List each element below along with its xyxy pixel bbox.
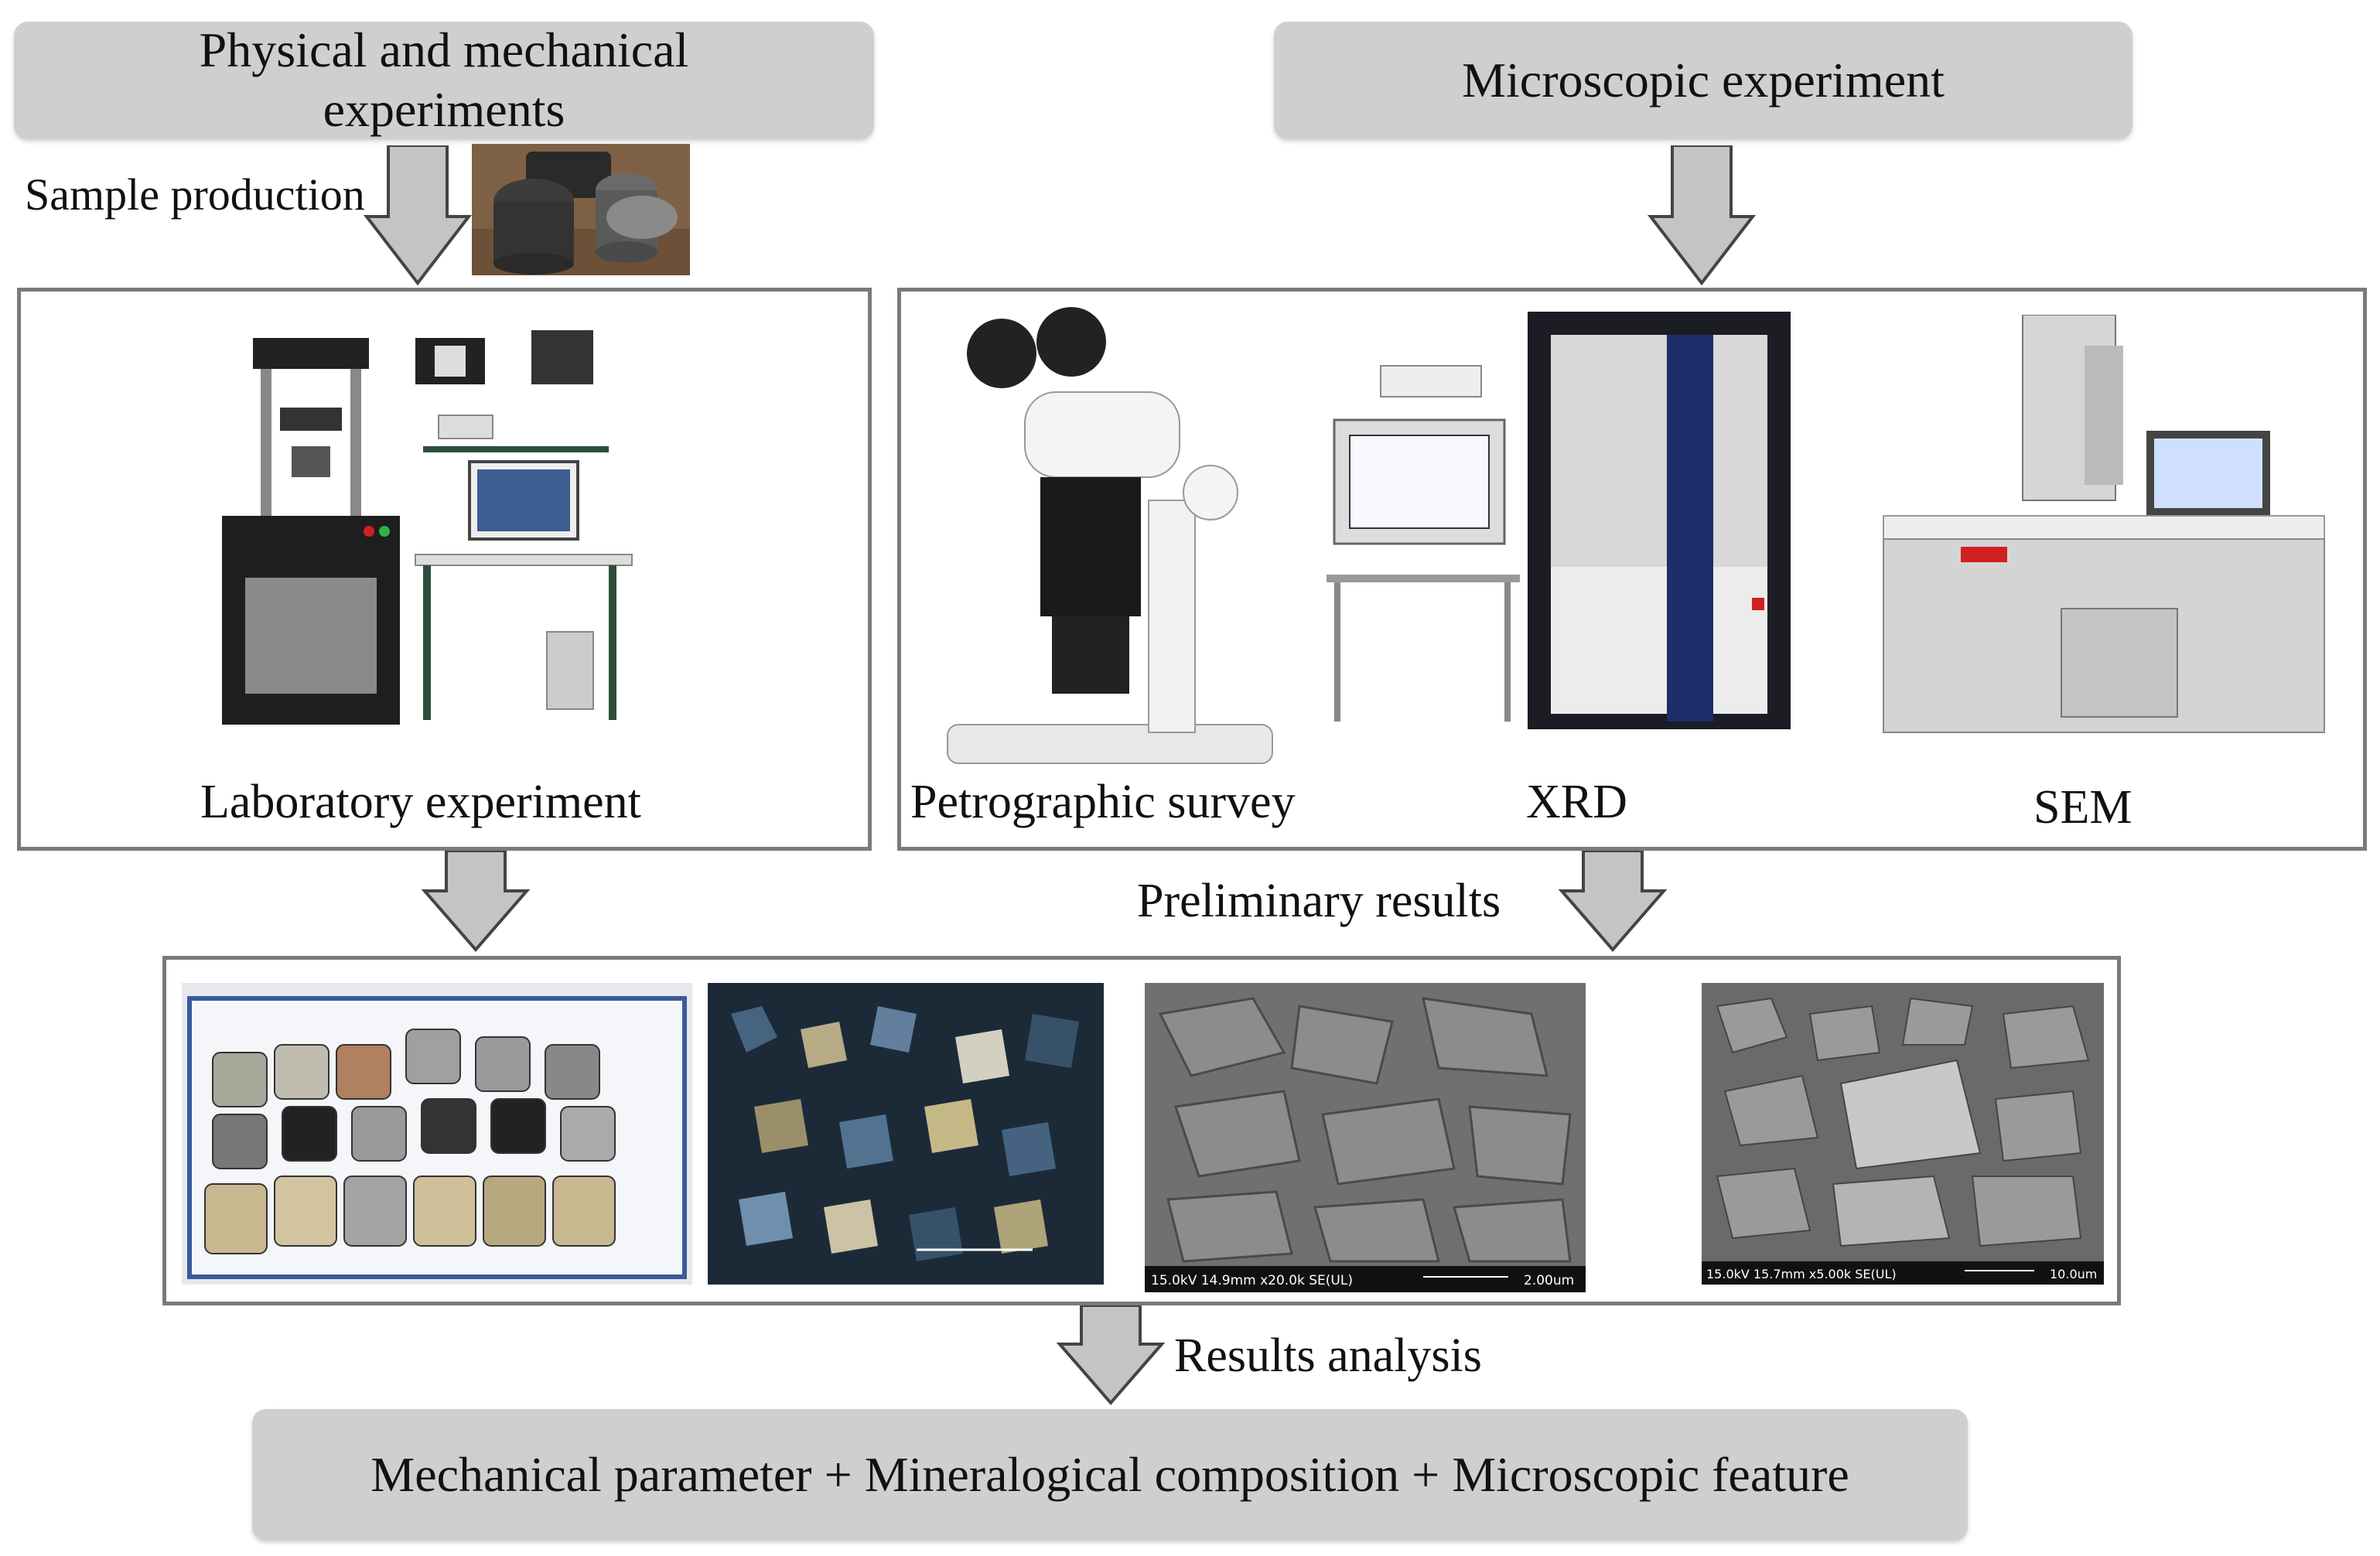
box-title-line2: experiments xyxy=(323,82,565,137)
failed-samples-photo xyxy=(182,983,692,1285)
sem-micrograph-2: 15.0kV 15.7mm x5.00k SE(UL) 10.0um xyxy=(1702,983,2104,1285)
sem-instrument-illustration xyxy=(1883,315,2325,733)
preliminary-results-panel: 15.0kV 14.9mm x20.0k SE(UL) 2.00um 15.0k… xyxy=(162,956,2121,1305)
box-title-line1: Physical and mechanical xyxy=(199,22,689,78)
petrographic-caption: Petrographic survey xyxy=(910,776,1296,828)
box-title: Microscopic experiment xyxy=(1462,52,1945,107)
sem-caption: SEM xyxy=(2033,781,2132,834)
down-arrow-icon xyxy=(1057,1305,1165,1406)
microscope-illustration xyxy=(947,307,1273,764)
microscopic-experiment-box: Microscopic experiment xyxy=(1274,22,2132,139)
sem1-scale-text: 15.0kV 14.9mm x20.0k SE(UL) xyxy=(1151,1273,1353,1288)
results-analysis-label: Results analysis xyxy=(1174,1329,1482,1382)
down-arrow-icon xyxy=(1559,851,1667,953)
sem2-scalebar-text: 10.0um xyxy=(2050,1267,2097,1281)
xrd-caption: XRD xyxy=(1526,776,1627,828)
down-arrow-icon xyxy=(1648,145,1756,286)
xrd-instrument-illustration xyxy=(1327,312,1791,729)
preliminary-results-label: Preliminary results xyxy=(1137,875,1501,927)
sem-micrograph-1: 15.0kV 14.9mm x20.0k SE(UL) 2.00um xyxy=(1145,983,1586,1292)
conclusions-box: Mechanical parameter + Mineralogical com… xyxy=(252,1409,1968,1541)
sem2-scale-text: 15.0kV 15.7mm x5.00k SE(UL) xyxy=(1706,1267,1897,1281)
laboratory-experiment-panel: Laboratory experiment xyxy=(17,288,872,851)
lab-caption: Laboratory experiment xyxy=(200,776,641,828)
sample-production-label: Sample production xyxy=(25,169,365,220)
down-arrow-icon xyxy=(422,851,530,953)
physical-mechanical-experiments-box: Physical and mechanical experiments xyxy=(14,22,874,139)
sem1-scalebar-text: 2.00um xyxy=(1524,1273,1574,1288)
press-machine-illustration xyxy=(222,330,633,725)
down-arrow-icon xyxy=(364,145,472,286)
conclusions-text: Mechanical parameter + Mineralogical com… xyxy=(370,1446,1849,1502)
sample-cylinders-photo xyxy=(472,144,690,275)
microscopic-instruments-panel: Petrographic survey XRD SEM xyxy=(897,288,2367,851)
thin-section-micrograph xyxy=(708,983,1104,1285)
